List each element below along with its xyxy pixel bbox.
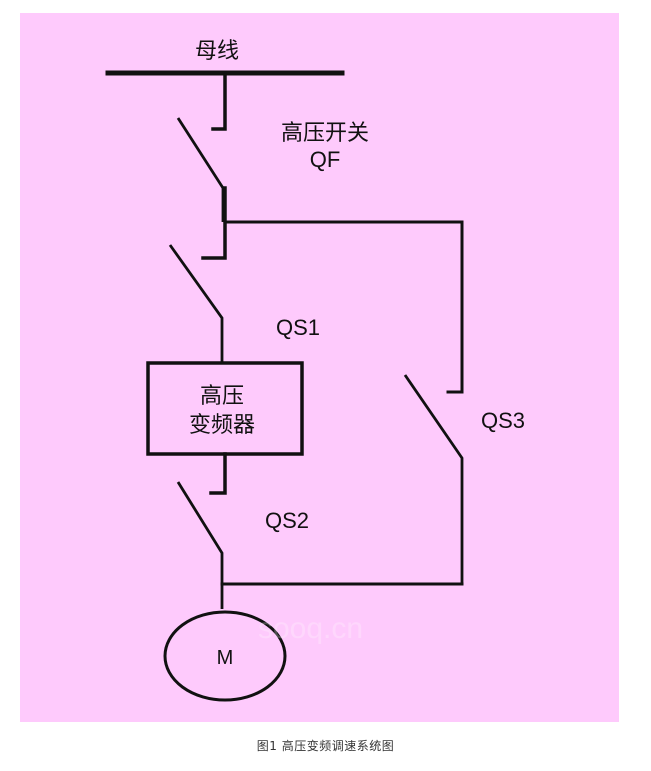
qf-switch-blade: [176, 117, 225, 222]
qs2-label: QS2: [265, 508, 309, 533]
qs3-switch-blade: [403, 374, 464, 584]
qf-label-code: QF: [310, 147, 341, 172]
watermark: sooq.cn: [258, 612, 363, 645]
motor-symbol: [163, 610, 287, 702]
qs3-label: QS3: [481, 408, 525, 433]
motor-label: M: [217, 647, 234, 669]
busbar-label: 母线: [195, 38, 239, 63]
qs1-upper-contact: [201, 186, 227, 260]
qf-upper-contact: [211, 73, 227, 131]
qs2-upper-contact: [209, 452, 227, 495]
qf-label-cn: 高压开关: [281, 120, 369, 145]
inverter-label-line1: 高压: [200, 383, 244, 408]
inverter-box: [146, 361, 304, 456]
qs1-switch-blade: [168, 244, 224, 363]
qs2-switch-blade: [176, 481, 224, 609]
bypass-upper-wire: [223, 220, 464, 394]
inverter-label-line2: 变频器: [189, 412, 255, 437]
diagram-panel: [20, 13, 619, 722]
qs1-label: QS1: [276, 315, 320, 340]
figure-caption: 图1 高压变频调速系统图: [256, 739, 395, 753]
